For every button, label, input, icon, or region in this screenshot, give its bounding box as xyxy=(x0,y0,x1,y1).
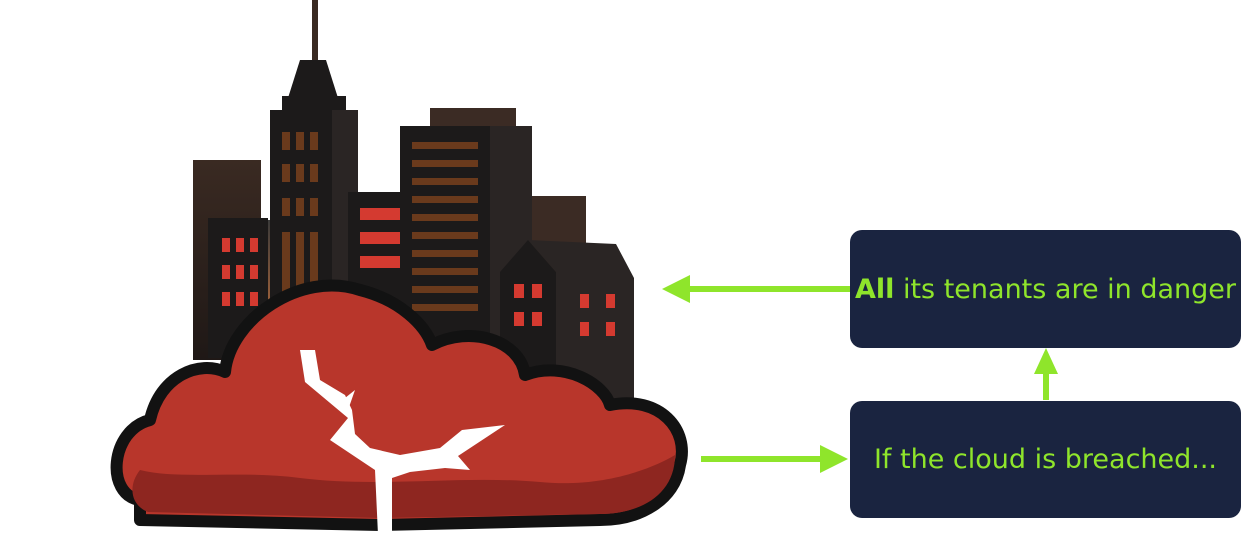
tenants-danger-rest: its tenants are in danger xyxy=(894,273,1237,305)
arrow-to-bottom-box xyxy=(701,445,848,473)
cloud-breached-text: If the cloud is breached... xyxy=(873,444,1218,475)
cloud-icon xyxy=(110,279,688,531)
cloud-breached-box: If the cloud is breached... xyxy=(850,401,1241,518)
emphasis-all: All xyxy=(854,273,895,305)
arrow-to-top-box xyxy=(1034,348,1058,400)
tenants-danger-box: All its tenants are in danger xyxy=(850,230,1241,348)
crack-icon xyxy=(300,350,505,535)
cloud-city-illustration xyxy=(110,0,688,535)
tenants-danger-text: All its tenants are in danger xyxy=(855,274,1236,305)
